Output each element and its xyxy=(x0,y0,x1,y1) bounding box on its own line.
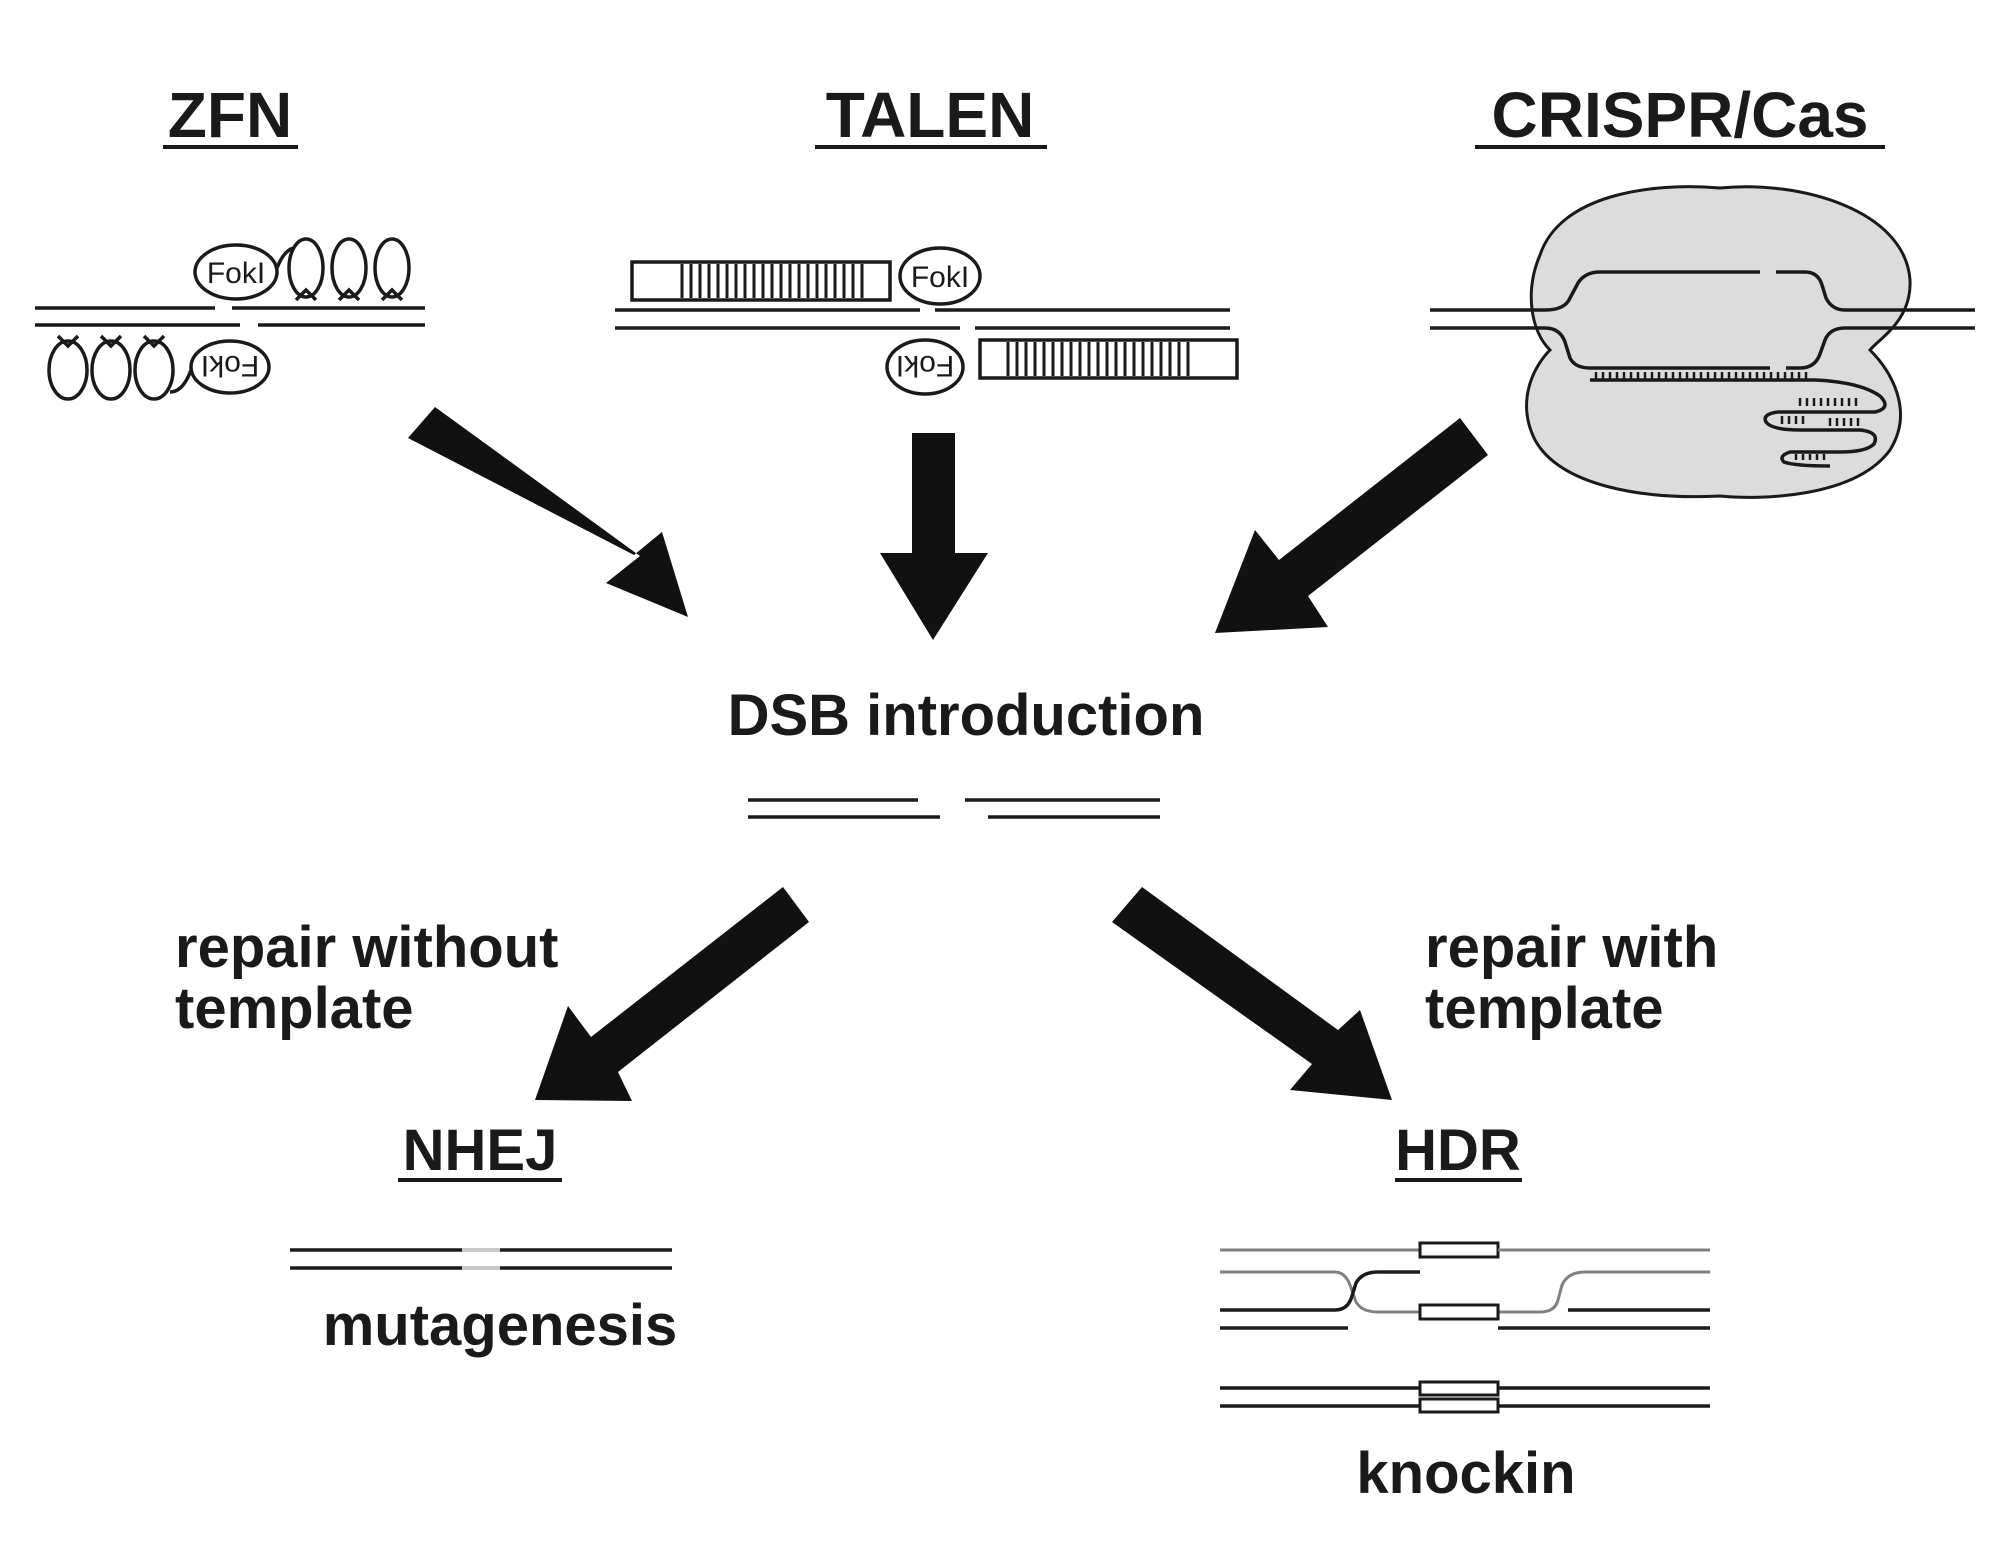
zfn-linker-bottom xyxy=(169,369,193,394)
hdr-heading: HDR xyxy=(1395,1118,1522,1183)
hdr-condition-line1: repair with xyxy=(1425,915,1718,980)
nhej-repaired-dna xyxy=(290,1248,672,1270)
arrow-talen-to-dsb xyxy=(880,433,988,640)
donor-insert xyxy=(1418,1241,1500,1259)
genomic-strand-invading-left xyxy=(1220,1270,1420,1312)
nhej-condition-line2: template xyxy=(175,976,414,1041)
talen-foki-bottom-label: FokI xyxy=(896,349,954,382)
grna-stem-loops xyxy=(1780,398,1860,460)
donor-template-bottom-left xyxy=(1220,1270,1420,1314)
tale-repeat-ticks-bottom xyxy=(1006,342,1190,376)
hdr-title: HDR xyxy=(1395,1118,1521,1183)
dsb-title: DSB introduction xyxy=(728,683,1205,748)
arrow-zfn-to-dsb xyxy=(408,407,688,617)
grna-base-pairs xyxy=(1594,372,1808,380)
arrow-dsb-to-hdr xyxy=(1112,887,1392,1100)
zinc-finger-contacts xyxy=(294,287,404,302)
crispr-title: CRISPR/Cas xyxy=(1492,79,1869,151)
talen-foki-bottom xyxy=(885,338,965,396)
zinc-finger-array-top xyxy=(287,237,411,302)
zinc-finger-array-bottom xyxy=(47,334,175,401)
zfn-foki-bottom xyxy=(189,339,271,395)
nhej-outcome: mutagenesis xyxy=(323,1293,678,1358)
crispr-dna-top-left xyxy=(1430,270,1760,312)
talen-heading: TALEN xyxy=(815,79,1047,151)
donor-template-bottom-right xyxy=(1498,1270,1710,1314)
zinc-finger xyxy=(90,339,132,401)
zinc-finger xyxy=(287,237,325,299)
arrow-zfn-to-dsb-shape xyxy=(408,407,688,617)
zinc-finger-contacts xyxy=(56,334,166,349)
crispr-illustration xyxy=(1430,185,1975,499)
zinc-finger xyxy=(47,339,89,401)
talen-repeat-domain-top xyxy=(630,260,892,302)
nhej-title: NHEJ xyxy=(403,1118,558,1183)
talen-title: TALEN xyxy=(826,79,1035,151)
nhej-heading: NHEJ xyxy=(398,1118,562,1183)
arrow-dsb-to-nhej-shape xyxy=(535,887,809,1101)
zinc-finger xyxy=(373,237,411,299)
zinc-finger xyxy=(330,237,368,299)
cas9-protein xyxy=(1525,185,1912,499)
crispr-heading: CRISPR/Cas xyxy=(1475,79,1885,151)
zfn-foki-bottom-label: FokI xyxy=(201,349,259,382)
crispr-dna-bottom-right xyxy=(1786,326,1975,370)
crispr-dna-bottom-left xyxy=(1430,326,1770,370)
arrow-dsb-to-hdr-shape xyxy=(1112,887,1392,1100)
knockin-insert-top xyxy=(1418,1380,1500,1397)
zinc-finger xyxy=(133,339,175,401)
tale-repeat-ticks-top xyxy=(680,264,864,298)
zfn-title: ZFN xyxy=(168,79,292,151)
hdr-condition-line2: template xyxy=(1425,976,1664,1041)
knockin-insert-bottom xyxy=(1418,1397,1500,1414)
arrow-talen-to-dsb-shape xyxy=(880,433,988,640)
hdr-strand-invasion xyxy=(1220,1241,1710,1330)
hdr-knockin-dna xyxy=(1220,1380,1710,1414)
talen-foki-top xyxy=(898,246,982,306)
dsb-broken-dna xyxy=(748,798,1160,819)
talen-foki-top-label: FokI xyxy=(911,261,969,294)
zfn-heading: ZFN xyxy=(163,79,298,151)
zfn-illustration: FokI FokI xyxy=(35,237,425,401)
grna-scaffold xyxy=(1763,378,1887,468)
arrow-crispr-to-dsb xyxy=(1215,418,1488,633)
zfn-foki-top-label: FokI xyxy=(207,257,265,290)
zfn-foki-top xyxy=(193,243,279,301)
crispr-dna-top-right xyxy=(1776,270,1975,312)
nhej-condition-line1: repair without xyxy=(175,915,558,980)
talen-illustration: FokI FokI xyxy=(615,246,1239,396)
hdr-outcome: knockin xyxy=(1356,1441,1575,1506)
copied-insert xyxy=(1418,1303,1500,1321)
arrow-crispr-to-dsb-shape xyxy=(1215,418,1488,633)
arrow-dsb-to-nhej xyxy=(535,887,809,1101)
